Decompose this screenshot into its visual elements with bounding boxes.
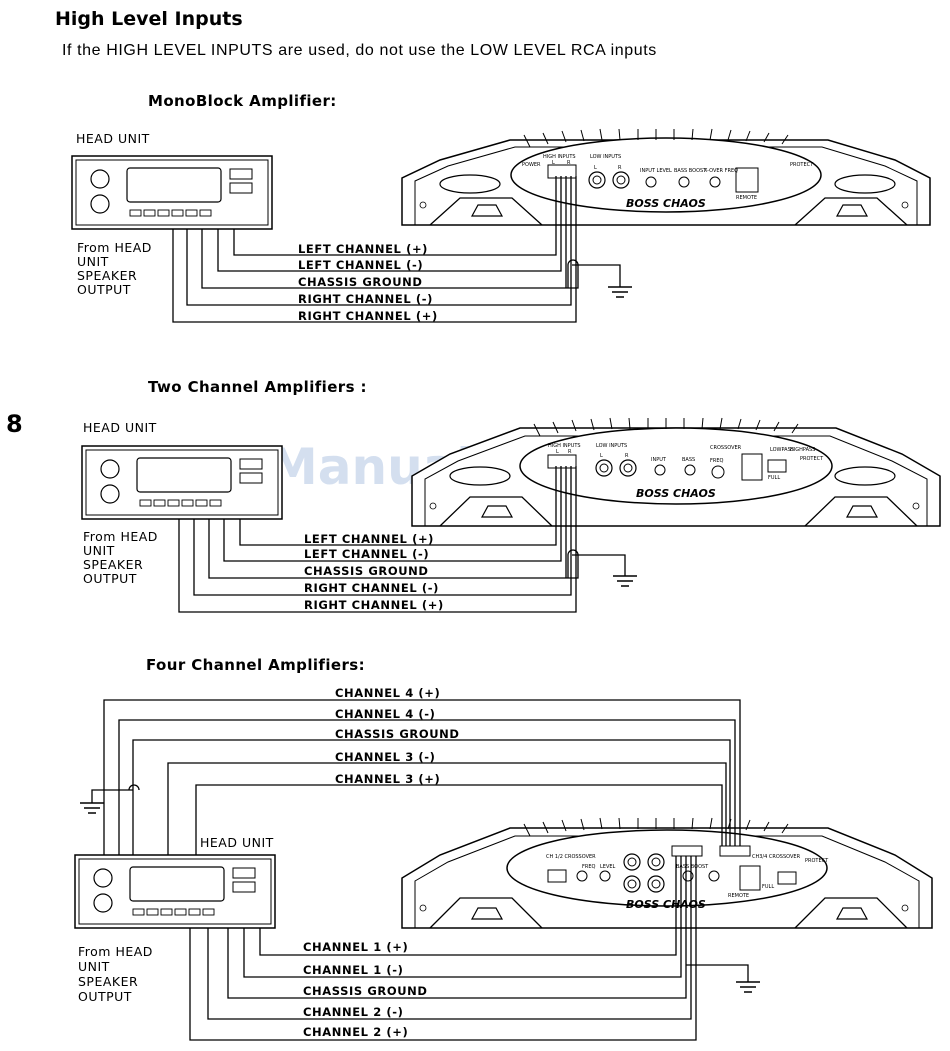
amp-label: LOWPASS	[770, 447, 794, 453]
amp-label: FULL	[762, 884, 774, 890]
amp-label: HIGHPASS	[790, 447, 815, 453]
from-label-line: UNIT	[78, 959, 110, 974]
ground-icon	[608, 286, 632, 298]
wire-label: CHANNEL 4 (-)	[335, 707, 436, 721]
from-label-line: SPEAKER	[83, 557, 143, 572]
amp-label: HIGH INPUTS	[548, 443, 581, 449]
amp-label: BASS BOOST	[676, 864, 709, 870]
top-wires	[91, 699, 741, 855]
from-label-line: OUTPUT	[83, 571, 137, 586]
amp-label: LOW INPUTS	[596, 443, 627, 449]
wire-label: CHANNEL 1 (-)	[303, 963, 404, 977]
amp-label: R	[568, 449, 572, 455]
from-label-line: From HEAD	[83, 529, 158, 544]
wire-label: CHASSIS GROUND	[335, 727, 460, 741]
amp-label: LOW INPUTS	[590, 154, 621, 160]
section-heading-two: Two Channel Amplifiers :	[148, 378, 367, 396]
mono-section: HEAD UNIT From HEAD UNIT SPEAKER OUTPUT	[71, 128, 931, 323]
wires	[172, 176, 621, 323]
amp-label: FULL	[768, 475, 780, 481]
wire-label: LEFT CHANNEL (+)	[304, 532, 434, 546]
amp-label: INPUT	[651, 457, 667, 463]
high-input-connector	[671, 845, 703, 857]
page-title: High Level Inputs	[55, 8, 243, 30]
amp-label: LEVEL	[600, 864, 616, 870]
wire-label: RIGHT CHANNEL (+)	[304, 598, 444, 612]
wire-label: CHASSIS GROUND	[304, 564, 429, 578]
wire-label: LEFT CHANNEL (-)	[304, 547, 429, 561]
ground-icon	[736, 981, 760, 993]
amp-label: CH3/4 CROSSOVER	[752, 854, 801, 860]
section-heading-mono: MonoBlock Amplifier:	[148, 92, 337, 110]
two-section: HEAD UNIT From HEAD UNIT SPEAKER OUTPUT	[81, 417, 941, 613]
amplifier	[401, 128, 931, 226]
page-number: 8	[6, 410, 23, 438]
head-unit-label: HEAD UNIT	[76, 131, 150, 146]
section-heading-four: Four Channel Amplifiers:	[146, 656, 365, 674]
amp-label: INPUT LEVEL	[640, 168, 672, 174]
wire-label: CHANNEL 3 (-)	[335, 750, 436, 764]
amp-label: POWER	[522, 162, 541, 168]
high-input-connector	[719, 845, 751, 857]
ground-icon	[613, 575, 637, 587]
from-label-line: UNIT	[83, 543, 115, 558]
amp-label: L	[552, 160, 555, 166]
wire-label: CHANNEL 2 (+)	[303, 1025, 408, 1039]
from-label-line: From HEAD	[78, 944, 153, 959]
bottom-wires	[189, 856, 749, 1041]
from-label-line: From HEAD	[77, 240, 152, 255]
amp-label: CH 1/2 CROSSOVER	[546, 854, 596, 860]
ground-icon	[80, 802, 104, 814]
wire-label: CHANNEL 3 (+)	[335, 772, 440, 786]
amp-label: FREQ	[710, 458, 724, 464]
wire-label: CHANNEL 1 (+)	[303, 940, 408, 954]
wire-label: RIGHT CHANNEL (-)	[298, 292, 433, 306]
amp-label: L	[594, 165, 597, 171]
from-label-line: SPEAKER	[77, 268, 137, 283]
head-unit	[74, 854, 276, 929]
wire-label: CHASSIS GROUND	[303, 984, 428, 998]
amp-label: L	[556, 449, 559, 455]
wire-label: RIGHT CHANNEL (+)	[298, 309, 438, 323]
amp-label: REMOTE	[728, 893, 749, 899]
amp-label: R	[567, 160, 571, 166]
head-unit-label: HEAD UNIT	[200, 835, 274, 850]
amp-label: L	[600, 453, 603, 459]
amp-label: R	[618, 165, 622, 171]
page-subtitle: If the HIGH LEVEL INPUTS are used, do no…	[62, 42, 657, 59]
amp-label: PROTECT	[800, 456, 824, 462]
wire-label: LEFT CHANNEL (-)	[298, 258, 423, 272]
from-label-line: SPEAKER	[78, 974, 138, 989]
amp-label: HIGH INPUTS	[543, 154, 576, 160]
head-unit	[71, 155, 273, 230]
amp-label: FREQ	[582, 864, 596, 870]
wire-label: CHASSIS GROUND	[298, 275, 423, 289]
wire-label: CHANNEL 2 (-)	[303, 1005, 404, 1019]
wire-label: RIGHT CHANNEL (-)	[304, 581, 439, 595]
amp-label: X-OVER FREQ	[704, 168, 738, 174]
amplifier	[411, 417, 941, 527]
brand-logo: BOSS CHAOS	[626, 197, 706, 210]
from-label-line: OUTPUT	[78, 989, 132, 1004]
wire-label: CHANNEL 4 (+)	[335, 686, 440, 700]
amplifier	[401, 817, 933, 929]
amp-label: BASS BOOST	[674, 168, 707, 174]
amp-label: PROTECT	[805, 858, 829, 864]
four-section: HEAD UNIT From HEAD UNIT SPEAKER OUTPUT	[74, 686, 933, 1041]
brand-logo: BOSS CHAOS	[636, 487, 716, 500]
amp-label: REMOTE	[736, 195, 757, 201]
amp-label: R	[625, 453, 629, 459]
wires	[178, 466, 626, 613]
from-label-line: OUTPUT	[77, 282, 131, 297]
brand-logo: BOSS CHAOS	[626, 898, 706, 911]
from-label-line: UNIT	[77, 254, 109, 269]
wire-label: LEFT CHANNEL (+)	[298, 242, 428, 256]
amp-label: BASS	[682, 457, 695, 463]
amp-label: CROSSOVER	[710, 445, 742, 451]
amp-label: PROTECT	[790, 162, 814, 168]
head-unit	[81, 445, 283, 520]
head-unit-label: HEAD UNIT	[83, 420, 157, 435]
